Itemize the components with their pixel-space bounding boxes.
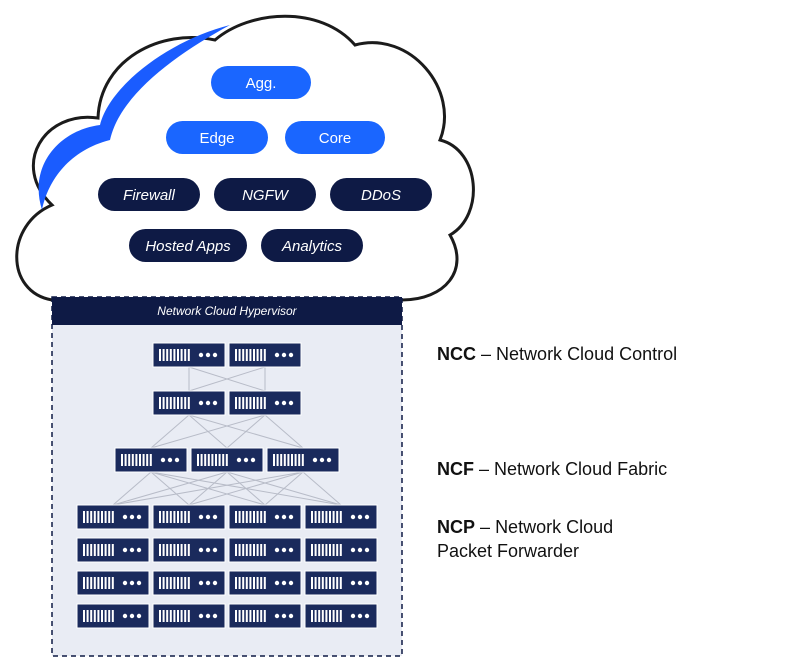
ncp-server-row1-4 [304, 504, 378, 530]
ncp-server-row1-3 [228, 504, 302, 530]
pill-ngfw-label: NGFW [242, 187, 290, 204]
legend-ncf-dash: – [479, 459, 490, 479]
ncc-server-row1-2 [228, 342, 302, 368]
link-ncc-ncf [150, 414, 266, 449]
legend-ncc: NCC – Network Cloud Control [437, 342, 677, 366]
ncp-server-row1-2 [152, 504, 226, 530]
legend-ncc-dash: – [481, 344, 492, 364]
pill-ddos [330, 178, 432, 211]
link-ncc-ncf [150, 414, 190, 449]
cloud-outline [15, 14, 475, 302]
ncf-server-2 [190, 447, 264, 473]
hypervisor-label: Network Cloud Hypervisor [157, 304, 297, 318]
link-ncf-ncp [112, 471, 304, 506]
ncc-server-row2-2 [228, 390, 302, 416]
link-ncf-ncp [264, 471, 304, 506]
pill-ngfw [214, 178, 316, 211]
legend-ncc-name: Network Cloud Control [496, 344, 678, 364]
legend-ncf: NCF – Network Cloud Fabric [437, 457, 667, 481]
pill-firewall-label: Firewall [123, 187, 175, 204]
link-ncf-ncp [188, 471, 304, 506]
pill-core-label: Core [319, 130, 352, 147]
ncp-server-row2-4 [304, 537, 378, 563]
fabric-links [112, 366, 342, 506]
link-ncc-ncf [226, 414, 266, 449]
pill-core [285, 121, 385, 154]
ncp-server-row3-4 [304, 570, 378, 596]
pill-agg-label: Agg. [246, 75, 277, 92]
pill-hosted-apps [129, 229, 247, 262]
ncp-server-row4-1 [76, 603, 150, 629]
ncp-server-row3-1 [76, 570, 150, 596]
ncp-server-row4-3 [228, 603, 302, 629]
pill-edge-label: Edge [199, 130, 234, 147]
legend-ncp-name-line2: Packet Forwarder [437, 541, 580, 561]
link-ncf-ncp [112, 471, 152, 506]
legend-ncf-abbr: NCF [437, 459, 474, 479]
pill-firewall [98, 178, 200, 211]
legend-ncp: NCP – Network Cloud Packet Forwarder [437, 515, 613, 563]
ncp-server-row2-3 [228, 537, 302, 563]
ncf-server-1 [114, 447, 188, 473]
pill-analytics-label: Analytics [281, 238, 343, 255]
link-ncc-ncf [264, 414, 304, 449]
ncp-server-row3-2 [152, 570, 226, 596]
pill-hosted-apps-label: Hosted Apps [145, 238, 231, 255]
legend-ncp-dash: – [480, 517, 491, 537]
link-ncc [188, 366, 266, 392]
link-ncf-ncp [112, 471, 228, 506]
pill-ddos-label: DDoS [361, 187, 401, 204]
ncp-server-row3-3 [228, 570, 302, 596]
ncp-server-row1-1 [76, 504, 150, 530]
ncc-server-row1-1 [152, 342, 226, 368]
ncp-server-row2-2 [152, 537, 226, 563]
pill-agg [211, 66, 311, 99]
pill-analytics [261, 229, 363, 262]
link-ncf-ncp [302, 471, 342, 506]
service-pills: Agg. Edge Core Firewall NGFW DDoS Hosted… [98, 66, 432, 262]
hypervisor-box [51, 296, 403, 657]
pill-edge [166, 121, 268, 154]
legend-ncc-abbr: NCC [437, 344, 476, 364]
ncc-server-row2-1 [152, 390, 226, 416]
ncp-server-row4-2 [152, 603, 226, 629]
server-racks [76, 342, 378, 629]
legend-ncp-abbr: NCP [437, 517, 476, 537]
ncf-server-3 [266, 447, 340, 473]
legend-ncp-name: Network Cloud [495, 517, 614, 537]
ncp-server-row2-1 [76, 537, 150, 563]
ncp-server-row4-4 [304, 603, 378, 629]
hypervisor-bar [52, 297, 402, 325]
legend-ncf-name: Network Cloud Fabric [494, 459, 668, 479]
